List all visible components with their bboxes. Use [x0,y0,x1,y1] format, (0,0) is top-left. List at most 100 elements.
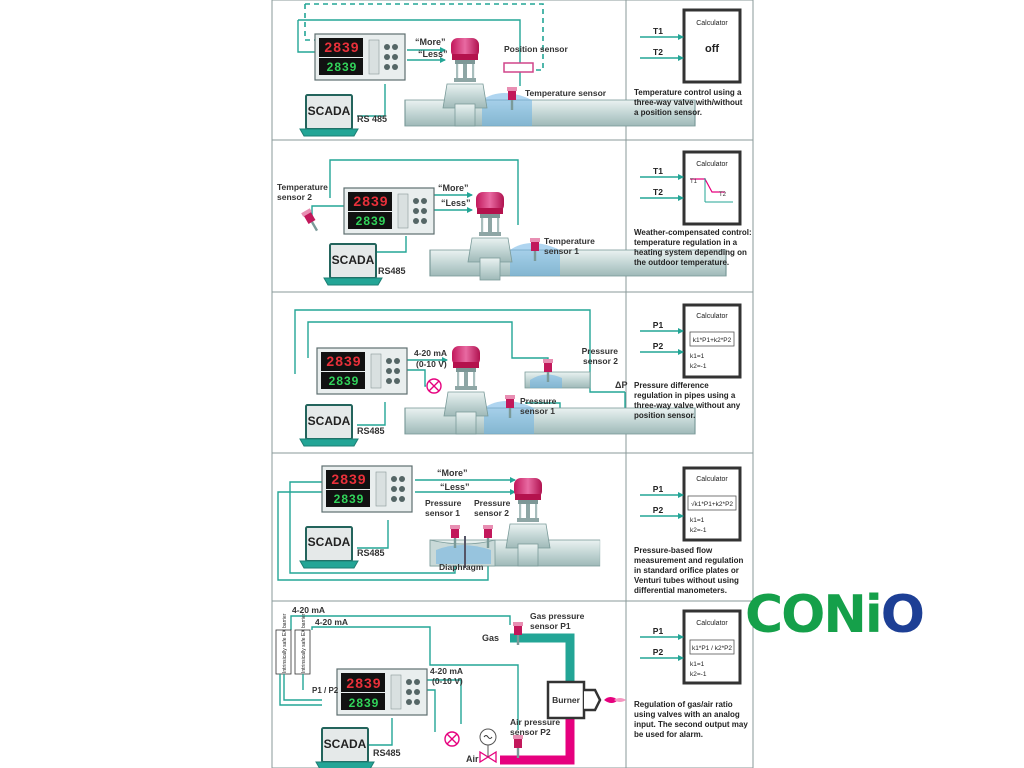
pressure-sensor-1-label: Pressure sensor 1 [425,498,462,518]
panel-3-diagram [294,309,696,447]
svg-text:2839: 2839 [334,492,365,506]
calc-input-1: P1 [653,320,664,330]
calc-input-2: P2 [653,341,664,351]
calc-input-2: P2 [653,505,664,515]
calc-input-1: P1 [653,626,664,636]
calc-k1: k1=1 [690,661,705,668]
panel-1-diagram [297,3,696,137]
calc-input-2: T2 [653,47,663,57]
air-pressure-sensor-label: Air pressure sensor P2 [510,717,561,737]
svg-text:2839: 2839 [329,374,360,388]
panel-5-description: Regulation of gas/air ratio using valves… [634,700,748,739]
panel-2-calculator [640,150,742,226]
ma-label-2: 4-20 mA [315,617,348,627]
scada-label: SCADA [332,253,375,267]
position-sensor-text: Position sensor [504,44,568,54]
calc-input-1: P1 [653,484,664,494]
calc-k2: k2=-1 [690,671,707,678]
svg-text:2839: 2839 [353,193,388,209]
panel-2-displays: 2839 2839 [353,193,388,228]
panel-2-diagram [301,159,727,286]
more-label: “More” [437,468,468,478]
scada-label: SCADA [324,737,367,751]
scada-label: SCADA [308,104,351,118]
ma-label-1: 4-20 mA [292,605,325,615]
calc-k1: k1=1 [690,517,705,524]
rs485-label: RS485 [373,748,401,758]
calc-input-2: T2 [653,187,663,197]
calc-content: off [705,43,719,55]
rs485-label: RS485 [357,426,385,436]
calc-title: Calculator [696,476,728,483]
more-label: “More” [415,37,446,47]
calc-title: Calculator [696,313,728,320]
gas-label: Gas [482,633,499,643]
volt-label: (0-10 V) [416,359,447,369]
svg-text:2839: 2839 [346,675,381,691]
rs485-label: RS485 [357,548,385,558]
temperature-sensor-2-label: Temperature sensor 2 [277,182,328,202]
svg-text:2839: 2839 [324,39,359,55]
calc-formula: k1*P1+k2*P2 [693,337,732,344]
calc-title: Calculator [696,161,728,168]
more-label: “More” [438,183,469,193]
rs485-label: RS485 [378,266,406,276]
temperature-sensor-1-label: Temperature sensor 1 [544,236,595,256]
panel-1-description: Temperature control using a three-way va… [634,88,743,117]
pressure-sensor-2-label: Pressure sensor 2 [474,498,511,518]
panel-3-calculator [640,303,742,379]
panel-4-calculator [640,466,742,542]
graph-label-t2: T2 [719,192,727,198]
calc-input-1: T1 [653,26,663,36]
temperature-sensor-label: Temperature sensor [525,88,607,98]
calc-k2: k2=-1 [690,527,707,534]
panel-1-displays: 2839 2839 [324,39,359,74]
calc-formula: √k1*P1+k2*P2 [691,500,733,508]
ex-barrier-1: Intrinsically safe EX barrier [282,613,288,673]
diaphragm-label: Diaphragm [439,562,484,572]
ex-barrier-2: Intrinsically safe EX barrier [301,613,307,673]
pressure-sensor-2-label: Pressure sensor 2 [581,346,618,366]
panel-5-displays: 2839 2839 [346,675,381,710]
svg-text:2839: 2839 [331,471,366,487]
svg-text:2839: 2839 [349,696,380,710]
position-sensor-label: Position sensor [504,44,568,54]
logo-part-o: O [880,585,925,645]
air-label: Air [466,754,479,764]
calc-formula: k1*P1 / k2*P2 [692,645,732,652]
svg-text:2839: 2839 [326,353,361,369]
calc-input-2: P2 [653,647,664,657]
gas-pressure-sensor-label: Gas pressure sensor P1 [530,611,585,631]
panel-5-calculator [640,609,742,685]
volt-label: (0-10 V) [432,676,463,686]
panel-3-description: Pressure difference regulation in pipes … [634,381,741,420]
scada-label: SCADA [308,414,351,428]
panel-4-displays: 2839 2839 [331,471,366,506]
scada-label: SCADA [308,535,351,549]
calc-k1: k1=1 [690,353,705,360]
calc-input-1: T1 [653,166,663,176]
svg-text:2839: 2839 [356,214,387,228]
pressure-sensor-1-label: Pressure sensor 1 [520,396,557,416]
panel-4-description: Pressure-based flow measurement and regu… [634,546,744,595]
panel-1-calculator [640,8,742,84]
logo-part-i: i [864,585,883,645]
delta-p-label: ΔP [615,380,627,390]
less-label: “Less” [440,482,470,492]
calc-title: Calculator [696,620,728,627]
panel-5-diagram [275,615,626,768]
conio-logo: CONiO [745,585,925,645]
calc-k2: k2=-1 [690,363,707,370]
panel-4-diagram [277,465,601,581]
panel-frame [271,0,754,768]
less-label: “Less” [418,49,448,59]
ma-label: 4-20 mA [414,348,447,358]
calc-title: Calculator [696,20,728,27]
less-label: “Less” [441,198,471,208]
p1-p2-label: P1 / P2 [312,686,339,695]
burner-label: Burner [552,695,581,705]
ma-label-3: 4-20 mA [430,666,463,676]
panel-2-description: Weather-compensated control: temperature… [634,228,752,267]
svg-text:2839: 2839 [327,60,358,74]
